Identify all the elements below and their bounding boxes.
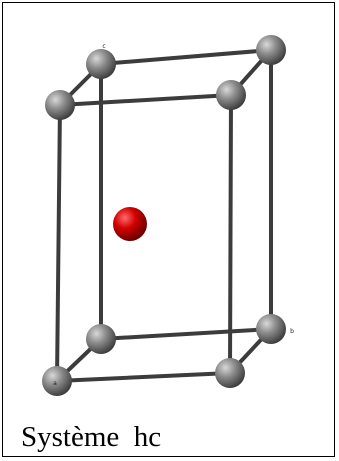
atom-bottom-front-right [215, 358, 245, 388]
axis-label-b: b [290, 328, 294, 335]
atom-top-back-left [86, 49, 116, 79]
edge-top-back [99, 48, 273, 66]
atoms [42, 35, 286, 396]
figure-frame: c b a Système hc [2, 2, 335, 457]
axis-label-c: c [102, 43, 105, 50]
edge-vertical-front-right [228, 93, 233, 375]
atom-top-front-left [45, 90, 75, 120]
atom-top-front-right [216, 80, 246, 110]
hexagonal-cell-diagram: c b a [42, 35, 294, 396]
edge-vertical-front-left [55, 103, 62, 383]
edge-top-front [58, 93, 233, 107]
atom-bottom-back-right [256, 314, 286, 344]
axis-label-a: a [53, 380, 57, 387]
atom-bottom-back-left [86, 324, 116, 354]
edge-bottom-back [99, 327, 273, 341]
atom-bottom-front-left [42, 366, 72, 396]
atom-top-back-right [256, 35, 286, 65]
edge-bottom-front [55, 371, 232, 383]
figure-caption: Système hc [21, 421, 162, 453]
atom-center [113, 207, 147, 241]
